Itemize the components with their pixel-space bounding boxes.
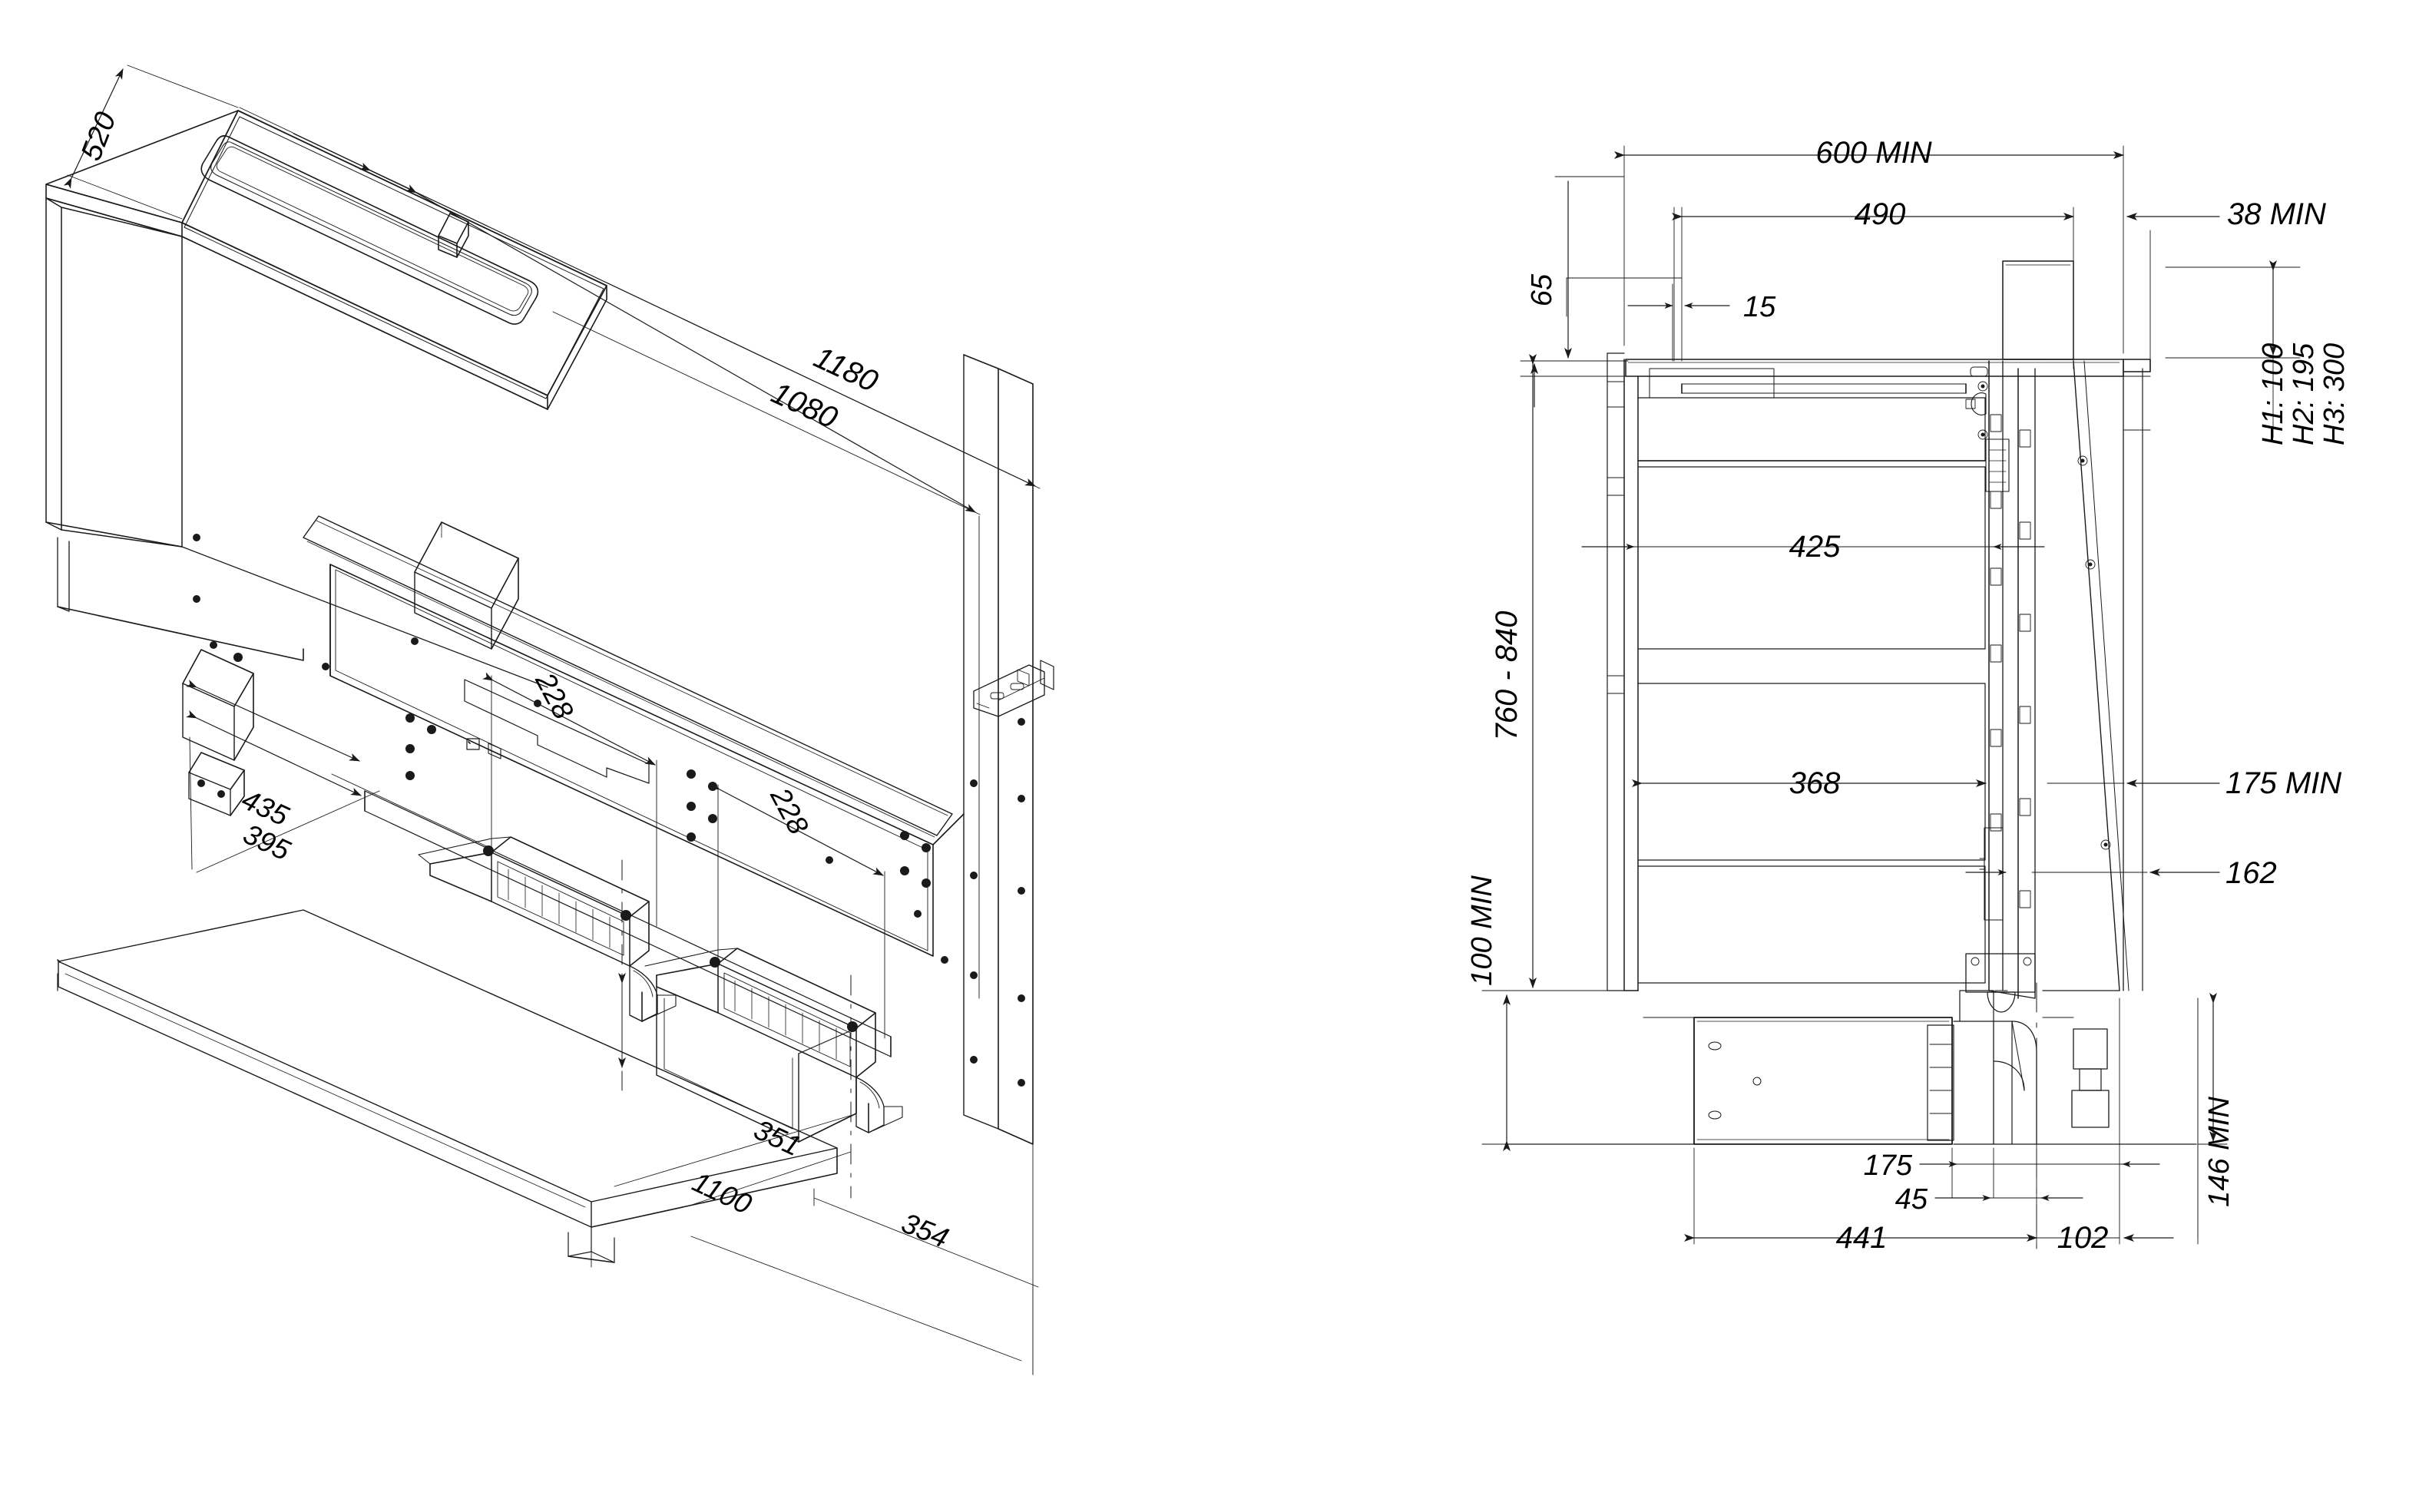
section-plinth-foot (2042, 990, 2120, 1128)
section-worktop (1625, 359, 2151, 377)
height-option-h2: H2: 195 (2288, 342, 2320, 445)
dim-146-min (2197, 993, 2217, 1239)
dim-label-425: 425 (1789, 530, 1841, 564)
dim-395 (186, 710, 380, 873)
dim-228-right (709, 781, 885, 1039)
dim-label-102: 102 (2057, 1221, 2109, 1255)
dim-1180 (239, 107, 1041, 489)
dim-label-146-min: 146 MIN (2203, 1097, 2235, 1207)
dim-label-162: 162 (2225, 856, 2277, 890)
motor-housing-block (414, 521, 519, 650)
dim-label-15: 15 (1743, 291, 1776, 323)
dim-label-45: 45 (1895, 1183, 1928, 1216)
dim-label-520: 520 (75, 108, 123, 165)
dim-435 (186, 680, 492, 849)
section-side-view (1504, 260, 2197, 1145)
dim-label-600-min: 600 MIN (1815, 136, 1931, 170)
section-chimney-stub (2002, 260, 2074, 360)
section-wall-line (2123, 360, 2151, 991)
dim-520 (63, 65, 239, 220)
vent-module-right (644, 948, 903, 1143)
right-hinge-bracket (973, 660, 1054, 717)
dim-label-441: 441 (1836, 1221, 1888, 1255)
section-dimensions (1481, 145, 2301, 1252)
dim-label-228-right: 228 (764, 782, 815, 839)
dim-label-1180: 1180 (809, 340, 883, 399)
cabinet-left-side-panel (45, 197, 304, 661)
cabinet-interior-back (181, 236, 548, 688)
section-bottom-extensions (1693, 998, 2228, 1245)
dim-label-228-left: 228 (529, 667, 580, 724)
dim-760-840 (1504, 354, 1629, 991)
height-option-h3: H3: 300 (2318, 343, 2351, 445)
dim-15 (1627, 283, 1730, 362)
section-extractor-body (1965, 360, 2036, 999)
left-mounting-bracket (182, 649, 254, 816)
dim-label-760-840: 760 - 840 (1490, 610, 1524, 740)
dim-1100 (591, 1226, 1022, 1361)
section-carcass-front (1607, 352, 1639, 991)
dim-label-354: 354 (897, 1207, 953, 1254)
worktop-vent-slot (200, 135, 539, 325)
extractor-top-rail (303, 515, 953, 838)
dim-1080 (293, 133, 981, 515)
dim-label-490: 490 (1855, 197, 1906, 231)
isometric-dimensions (63, 65, 1041, 1375)
fixing-holes (193, 534, 1025, 1087)
vent-module-left (418, 836, 677, 1022)
dim-label-351: 351 (750, 1113, 806, 1162)
cabinet-right-side-panel (963, 354, 1034, 1145)
dim-label-368: 368 (1789, 766, 1841, 800)
section-outlet-elbow (1953, 953, 2037, 1145)
section-motor-box (1643, 1017, 1954, 1145)
section-extension-lines (1554, 145, 2151, 369)
section-hinge-arm (2073, 360, 2129, 991)
dim-351 (614, 1114, 853, 1206)
dim-h-range (2165, 260, 2301, 438)
inner-support-rail (364, 790, 892, 1057)
dim-label-38-min: 38 MIN (2227, 197, 2326, 231)
dim-label-175-min: 175 MIN (2225, 766, 2341, 800)
iso-right-extension (978, 491, 1034, 1375)
dim-label-65: 65 (1526, 273, 1558, 306)
dim-label-175: 175 (1864, 1150, 1913, 1182)
section-drawer-stack (1637, 368, 1986, 984)
dim-228-left (482, 672, 657, 927)
dim-label-1080: 1080 (766, 376, 842, 435)
dim-label-395: 395 (239, 818, 296, 866)
dim-label-1100: 1100 (688, 1166, 757, 1220)
dim-label-100-min: 100 MIN (1466, 875, 1498, 986)
worktop-slab (45, 110, 607, 410)
dim-100-min (1481, 990, 1537, 1151)
height-option-h1: H1: 100 (2257, 343, 2289, 445)
